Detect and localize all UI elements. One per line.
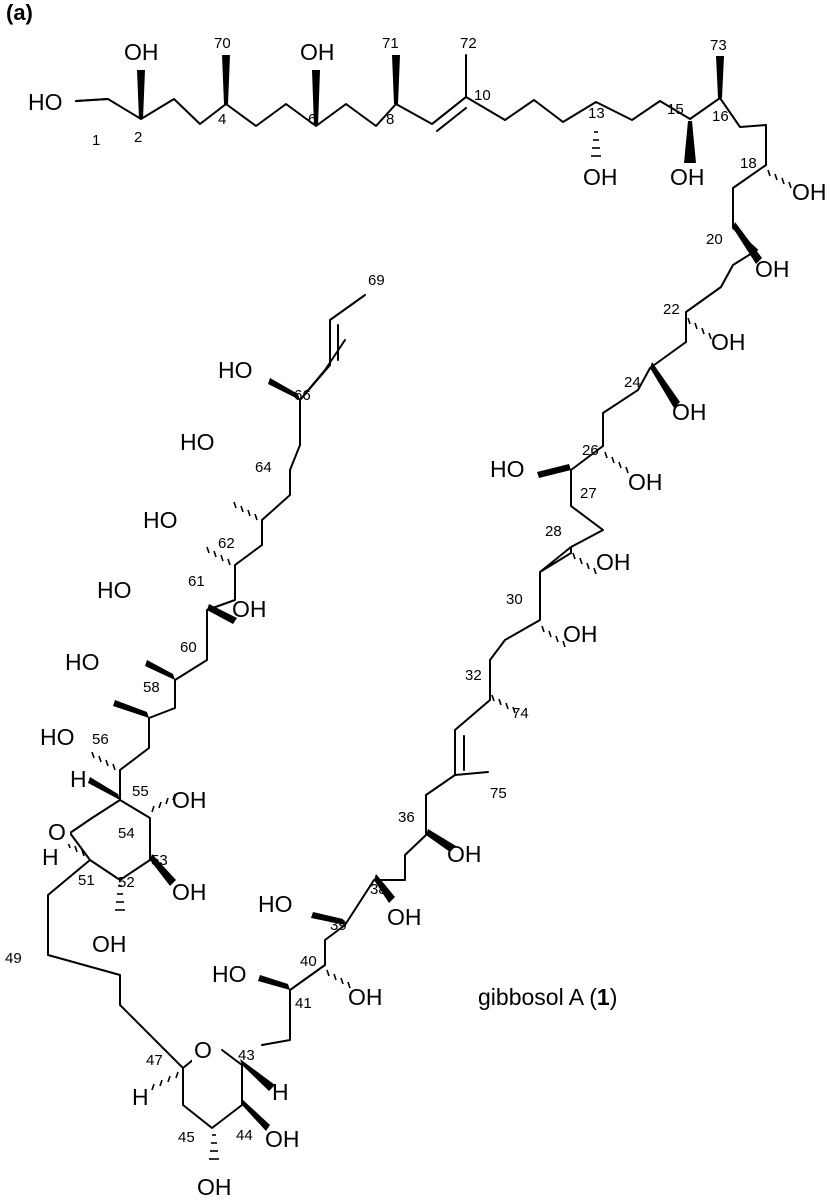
oh-c54: OH <box>172 787 207 813</box>
stereo-wedges <box>88 55 762 1131</box>
h-c47: H <box>132 1084 149 1110</box>
atom-70: 70 <box>214 35 231 52</box>
atom-51: 51 <box>78 872 95 889</box>
c9-c10-alkene <box>431 54 467 132</box>
oh-c45: OH <box>197 1174 232 1200</box>
atom-55: 55 <box>132 783 149 800</box>
atom-60: 60 <box>180 639 197 656</box>
oh-c22: OH <box>711 329 746 355</box>
panel-label: (a) <box>6 0 33 25</box>
ring-system <box>47 294 366 1129</box>
oh-c61: OH <box>232 596 267 622</box>
h-c43: H <box>272 1079 289 1105</box>
oh-c40: OH <box>348 984 383 1010</box>
atom-6: 6 <box>308 111 316 128</box>
oh-c53: OH <box>172 879 207 905</box>
atom-72: 72 <box>460 35 477 52</box>
atom-27: 27 <box>580 485 597 502</box>
ho-c62: HO <box>143 507 178 533</box>
atom-58: 58 <box>143 679 160 696</box>
atom-22: 22 <box>663 301 680 318</box>
atom-15: 15 <box>667 101 684 118</box>
atom-41: 41 <box>295 995 312 1012</box>
atom-28: 28 <box>545 523 562 540</box>
oh-c2: OH <box>124 39 159 65</box>
ring-oxygens: O O <box>46 818 216 1063</box>
atom-16: 16 <box>712 108 729 125</box>
caption-text: gibbosol A ( <box>478 984 597 1010</box>
oh-c24: OH <box>672 399 707 425</box>
atom-43: 43 <box>238 1047 255 1064</box>
atom-13: 13 <box>588 105 605 122</box>
stereo-hashes <box>60 131 792 1160</box>
ring-oxygen-lower: O <box>194 1037 212 1063</box>
ho-c66: HO <box>218 357 253 383</box>
atom-24: 24 <box>624 374 641 391</box>
atom-36: 36 <box>398 809 415 826</box>
atom-8: 8 <box>386 111 394 128</box>
atom-numbers: 1 2 4 6 8 10 13 15 16 18 20 22 24 26 27 … <box>5 35 757 1146</box>
atom-69: 69 <box>368 272 385 289</box>
atom-39: 39 <box>330 917 347 934</box>
ho-c27: HO <box>490 456 525 482</box>
atom-49: 49 <box>5 950 22 967</box>
oh-c20: OH <box>755 256 790 282</box>
h-c55: H <box>70 766 87 792</box>
atom-26: 26 <box>582 442 599 459</box>
atom-38: 38 <box>370 881 387 898</box>
caption-compound-number: 1 <box>597 984 610 1010</box>
compound-caption: gibbosol A (1) <box>478 984 617 1010</box>
ho-c60: HO <box>97 577 132 603</box>
ho-c56: HO <box>40 724 75 750</box>
atom-71: 71 <box>382 35 399 52</box>
atom-75: 75 <box>490 785 507 802</box>
atom-61: 61 <box>188 573 205 590</box>
oh-c44: OH <box>265 1126 300 1152</box>
atom-62: 62 <box>218 535 235 552</box>
ring-oxygen-upper: O <box>48 819 66 845</box>
oh-c30: OH <box>563 621 598 647</box>
top-chain <box>75 98 109 102</box>
atom-1: 1 <box>92 132 100 149</box>
oh-c52: OH <box>92 931 127 957</box>
atom-32: 32 <box>465 667 482 684</box>
atom-4: 4 <box>218 111 226 128</box>
atom-18: 18 <box>740 155 757 172</box>
substituent-labels: HO OH OH OH OH OH OH OH OH OH HO OH OH O… <box>28 39 827 1200</box>
atom-54: 54 <box>118 825 135 842</box>
atom-47: 47 <box>146 1052 163 1069</box>
atom-2: 2 <box>134 129 142 146</box>
atom-44: 44 <box>236 1127 253 1144</box>
atom-30: 30 <box>506 591 523 608</box>
ho-c58: HO <box>65 649 100 675</box>
ho-c64: HO <box>180 429 215 455</box>
oh-c18: OH <box>792 179 827 205</box>
oh-c15: OH <box>670 164 705 190</box>
atom-10: 10 <box>474 87 491 104</box>
atom-56: 56 <box>92 731 109 748</box>
oh-c1: HO <box>28 89 63 115</box>
oh-c38: OH <box>387 904 422 930</box>
atom-40: 40 <box>300 953 317 970</box>
atom-53: 53 <box>151 852 168 869</box>
oh-c36: OH <box>447 841 482 867</box>
atom-74: 74 <box>512 705 529 722</box>
atom-45: 45 <box>178 1129 195 1146</box>
atom-64: 64 <box>255 459 272 476</box>
caption-close: ) <box>610 984 618 1010</box>
oh-c6: OH <box>300 39 335 65</box>
oh-c26: OH <box>628 469 663 495</box>
atom-52: 52 <box>118 874 135 891</box>
ho-c39: HO <box>258 891 293 917</box>
atom-66: 66 <box>294 387 311 404</box>
atom-73: 73 <box>710 37 727 54</box>
atom-20: 20 <box>706 231 723 248</box>
h-c51: H <box>42 844 59 870</box>
oh-c13: OH <box>583 164 618 190</box>
ho-c41: HO <box>212 961 247 987</box>
oh-c28: OH <box>596 549 631 575</box>
